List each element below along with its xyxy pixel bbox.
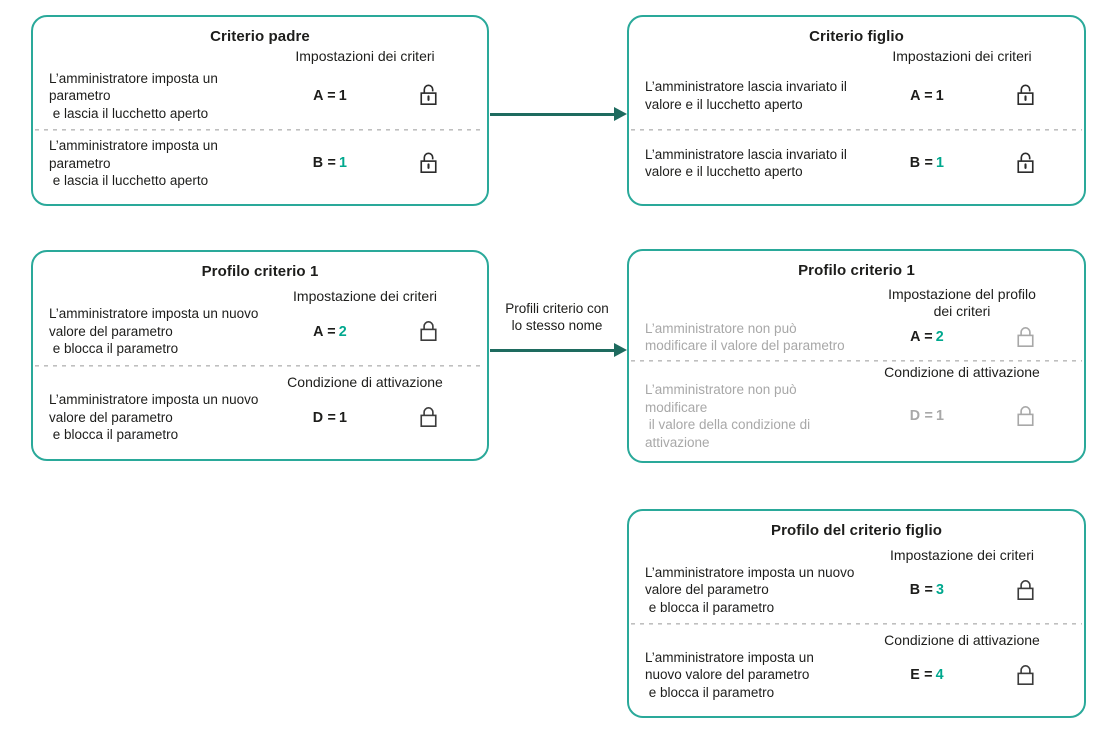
setting-row: L’amministratore non può modificare il v… bbox=[645, 381, 1068, 451]
setting-group: Condizione di attivazione L’amministrato… bbox=[645, 627, 1068, 706]
closed-lock-icon bbox=[419, 321, 437, 341]
box-title: Profilo criterio 1 bbox=[201, 263, 319, 280]
lock-cell bbox=[385, 83, 471, 108]
setting-description: L’amministratore imposta un nuovo valore… bbox=[645, 564, 855, 615]
setting-row: L’amministratore imposta un nuovo valore… bbox=[645, 649, 1068, 702]
setting-description: L’amministratore imposta un parametro e … bbox=[49, 70, 218, 121]
arrow-label: Profili criterio con lo stesso nome bbox=[505, 301, 609, 333]
closed-lock-icon bbox=[1016, 326, 1034, 347]
child-policy-box: Criterio figlio Impostazioni dei criteri… bbox=[627, 15, 1086, 206]
setting-description: L’amministratore lascia invariato il val… bbox=[645, 146, 847, 180]
lock-cell bbox=[385, 151, 471, 176]
lock-cell bbox=[982, 151, 1068, 176]
setting-row: L’amministratore imposta un parametro e … bbox=[49, 133, 471, 195]
setting-value: B =3 bbox=[909, 582, 945, 598]
setting-description: L’amministratore non può modificare il v… bbox=[645, 320, 845, 354]
open-lock-icon bbox=[1016, 152, 1034, 173]
setting-value: B =1 bbox=[909, 155, 945, 172]
inheritance-arrow-middle bbox=[490, 349, 614, 352]
row-divider bbox=[631, 360, 1082, 362]
lock-cell bbox=[385, 405, 471, 430]
closed-lock-icon bbox=[419, 407, 437, 427]
policy-profile-1-box: Profilo criterio 1 Impostazione dei crit… bbox=[31, 250, 489, 461]
settings-column-header: Condizione di attivazione bbox=[884, 364, 1040, 380]
setting-group: Condizione di attivazione L’amministrato… bbox=[645, 364, 1068, 451]
setting-description: L’amministratore imposta un nuovo valore… bbox=[49, 392, 259, 443]
box-title: Criterio figlio bbox=[809, 28, 904, 45]
setting-row: L’amministratore imposta un nuovo valore… bbox=[49, 391, 471, 444]
lock-cell bbox=[385, 319, 471, 344]
setting-value: A =2 bbox=[910, 329, 944, 345]
arrow-right-head bbox=[614, 107, 627, 121]
settings-column-header: Impostazioni dei criteri bbox=[892, 48, 1032, 64]
setting-value: B =1 bbox=[312, 155, 348, 172]
closed-lock-icon bbox=[1016, 405, 1034, 426]
setting-row: L’amministratore imposta un nuovo valore… bbox=[645, 564, 1068, 617]
setting-description: L’amministratore imposta un nuovo valore… bbox=[49, 306, 259, 357]
settings-column-header: Condizione di attivazione bbox=[884, 631, 1040, 648]
arrow-right-head bbox=[614, 343, 627, 357]
setting-value: A =1 bbox=[910, 87, 944, 104]
settings-column-header: Impostazione del profilo dei criteri bbox=[888, 285, 1036, 319]
setting-value: D =1 bbox=[312, 409, 348, 426]
open-lock-icon bbox=[419, 84, 437, 106]
open-lock-icon bbox=[1016, 84, 1034, 106]
row-divider bbox=[35, 128, 485, 131]
setting-value: A =2 bbox=[313, 323, 347, 340]
setting-row: L’amministratore imposta un parametro e … bbox=[49, 65, 471, 127]
box-title: Profilo del criterio figlio bbox=[770, 522, 943, 539]
lock-cell bbox=[982, 83, 1068, 108]
lock-cell bbox=[982, 663, 1068, 688]
row-divider bbox=[631, 623, 1082, 625]
applied-policy-profile-box: Profilo criterio 1 Impostazione del prof… bbox=[627, 249, 1086, 463]
setting-row: L’amministratore lascia invariato il val… bbox=[645, 133, 1068, 195]
settings-column-header: Impostazione dei criteri bbox=[293, 288, 437, 305]
setting-group: Condizione di attivazione L’amministrato… bbox=[49, 369, 471, 449]
row-divider bbox=[35, 365, 485, 367]
box-title: Profilo criterio 1 bbox=[798, 262, 915, 279]
setting-row: L’amministratore lascia invariato il val… bbox=[645, 65, 1068, 127]
setting-value: E =4 bbox=[910, 667, 944, 683]
settings-column-header: Condizione di attivazione bbox=[287, 374, 443, 391]
open-lock-icon bbox=[419, 152, 437, 173]
setting-description: L’amministratore lascia invariato il val… bbox=[645, 79, 847, 112]
setting-description: L’amministratore imposta un parametro e … bbox=[49, 138, 218, 188]
setting-row: L’amministratore non può modificare il v… bbox=[645, 320, 1068, 355]
settings-column-header: Impostazione dei criteri bbox=[890, 546, 1034, 563]
setting-group: Impostazione del profilo dei criteri L’a… bbox=[645, 282, 1068, 358]
row-divider bbox=[631, 128, 1082, 131]
closed-lock-icon bbox=[1016, 664, 1034, 685]
setting-description: L’amministratore imposta un nuovo valore… bbox=[645, 649, 814, 700]
lock-cell bbox=[982, 404, 1068, 429]
setting-group: Impostazione dei criteri L’amministrator… bbox=[49, 283, 471, 363]
setting-value: A =1 bbox=[313, 87, 347, 104]
parent-policy-box: Criterio padre Impostazioni dei criteri … bbox=[31, 15, 489, 206]
closed-lock-icon bbox=[1016, 579, 1034, 600]
lock-cell bbox=[982, 325, 1068, 350]
setting-value: D =1 bbox=[909, 408, 945, 424]
setting-group: Impostazione dei criteri L’amministrator… bbox=[645, 542, 1068, 621]
settings-column-header: Impostazioni dei criteri bbox=[295, 48, 435, 64]
lock-cell bbox=[982, 578, 1068, 603]
setting-description: L’amministratore non può modificare il v… bbox=[645, 382, 811, 450]
inheritance-arrow-top bbox=[490, 113, 614, 116]
child-policy-profile-box: Profilo del criterio figlio Impostazione… bbox=[627, 509, 1086, 718]
box-title: Criterio padre bbox=[210, 28, 310, 45]
setting-row: L’amministratore imposta un nuovo valore… bbox=[49, 305, 471, 358]
